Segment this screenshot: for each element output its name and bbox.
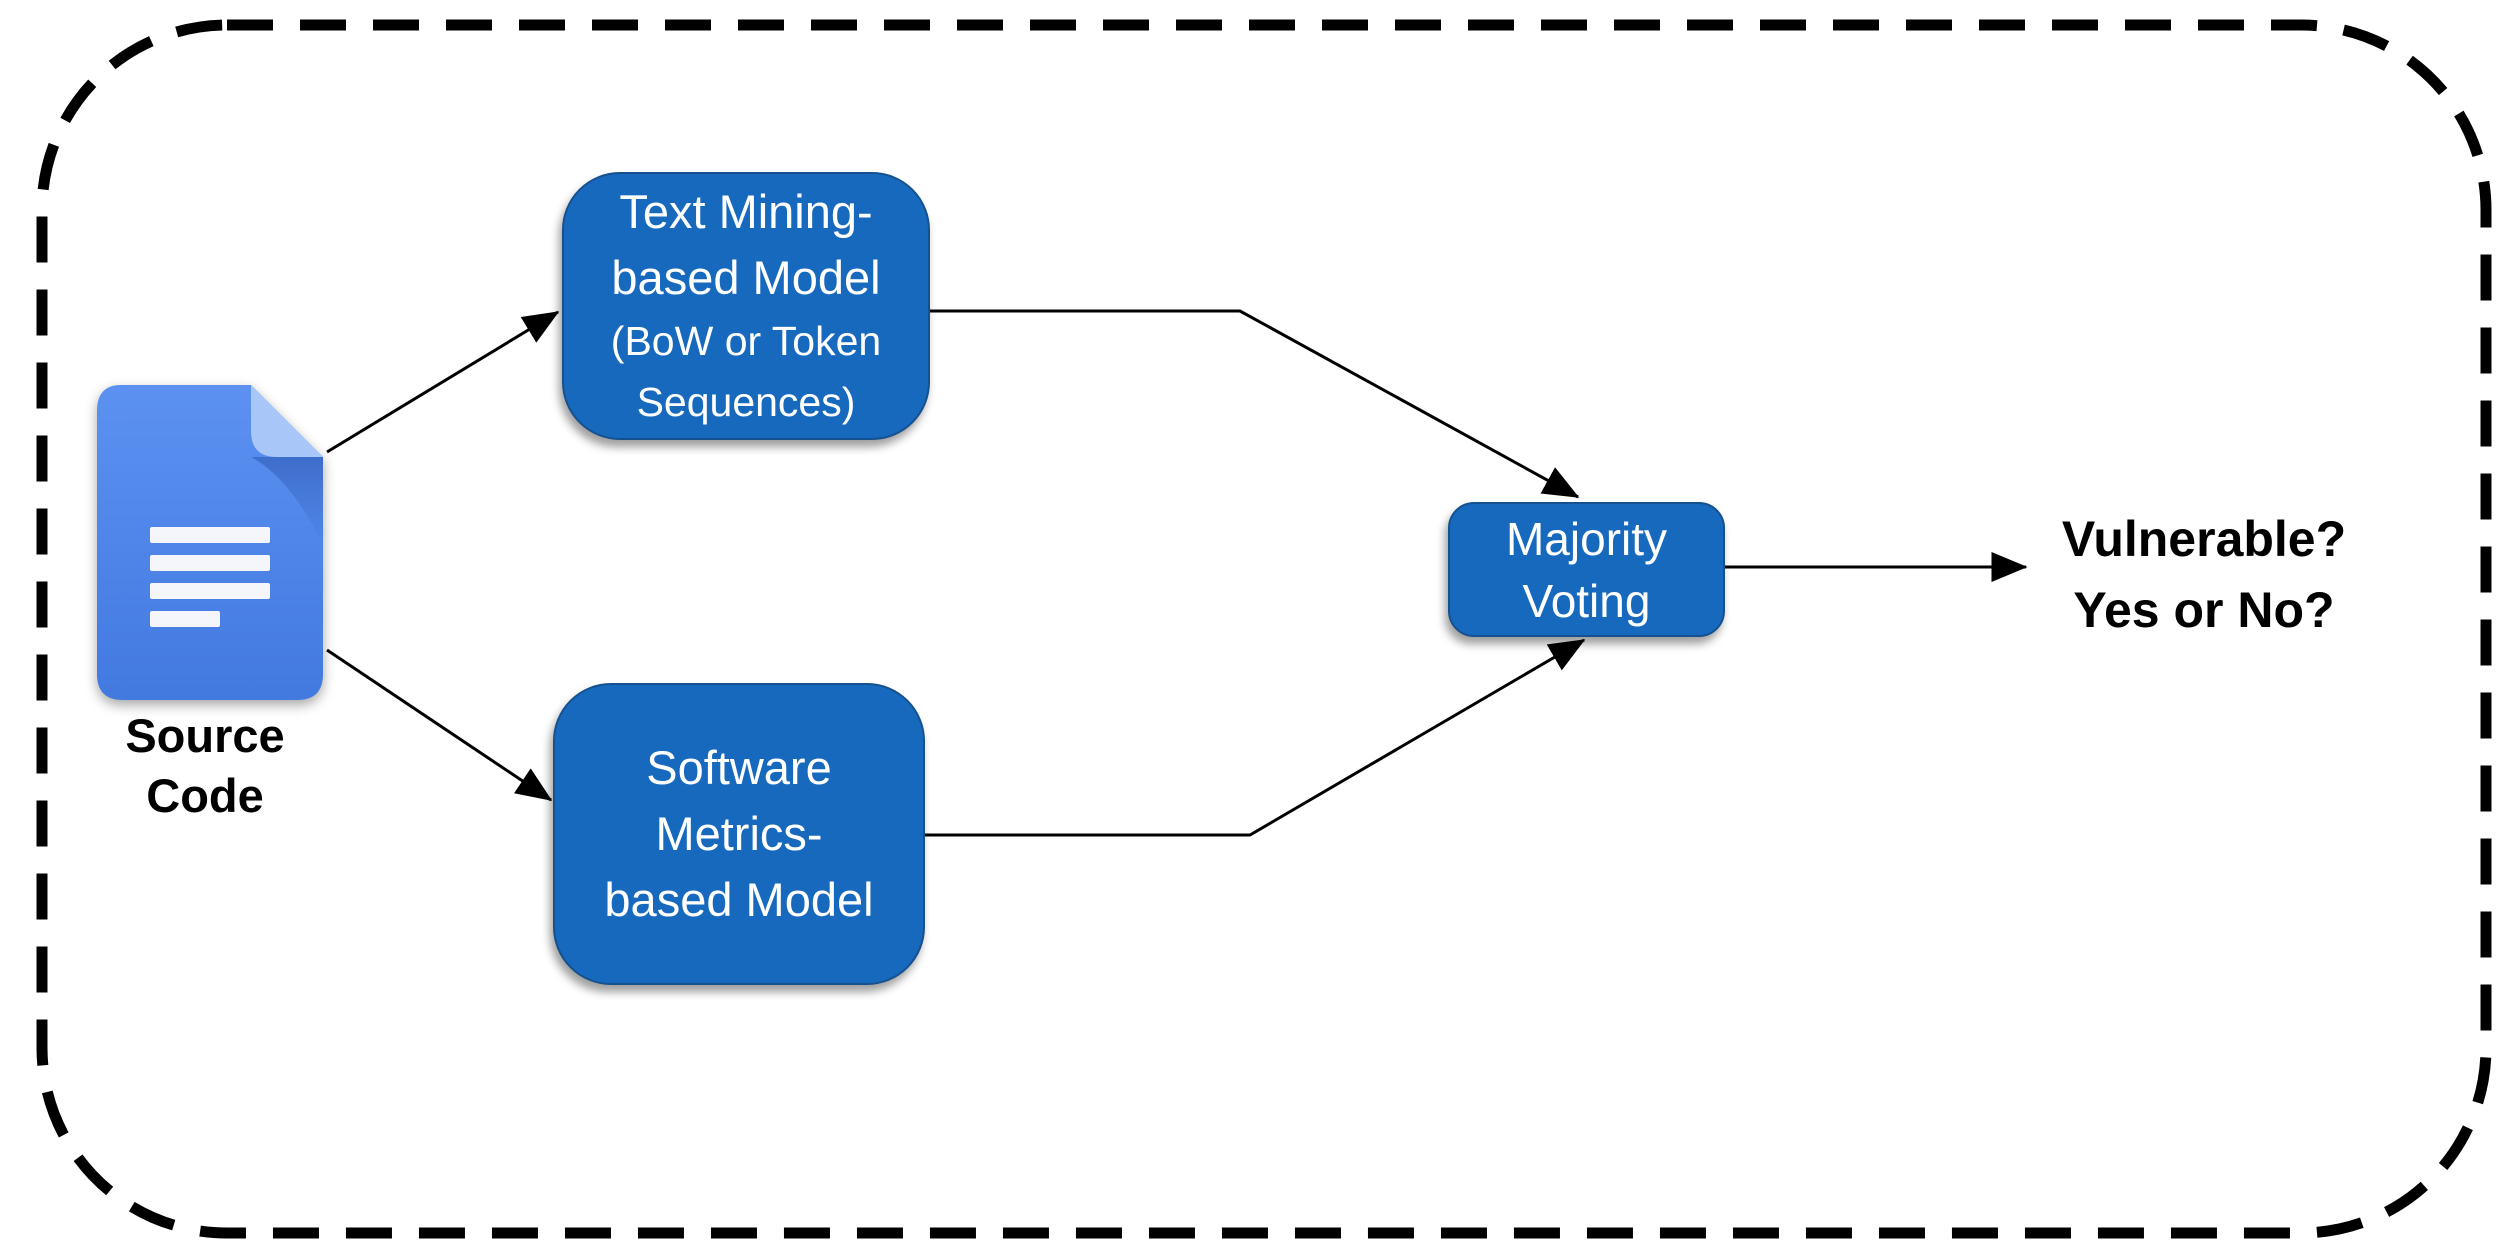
node-text-mining-label: Text Mining- based Model xyxy=(611,185,881,304)
edge-text-mining-to-majority-voting xyxy=(930,309,1580,499)
output-question-label: Vulnerable? Yes or No? xyxy=(2061,511,2347,638)
source-code-label: Source Code xyxy=(125,709,285,822)
document-icon xyxy=(97,385,323,700)
node-software-metrics: Software Metrics- based Model xyxy=(553,683,925,985)
edge-source-to-software-metrics xyxy=(326,648,553,802)
node-text-mining-sublabel: (BoW or Token Sequences) xyxy=(610,318,882,425)
dashed-border-frame xyxy=(36,19,2492,1239)
node-majority-voting-label: Majority Voting xyxy=(1505,512,1668,627)
node-majority-voting: Majority Voting xyxy=(1448,502,1725,637)
node-text-mining: Text Mining- based Model (BoW or Token S… xyxy=(562,172,930,440)
edge-software-metrics-to-majority-voting xyxy=(925,638,1586,837)
node-software-metrics-label: Software Metrics- based Model xyxy=(604,741,874,926)
edge-source-to-text-mining xyxy=(326,310,560,454)
folded-corner xyxy=(251,385,323,457)
fold-shadow xyxy=(251,457,323,545)
